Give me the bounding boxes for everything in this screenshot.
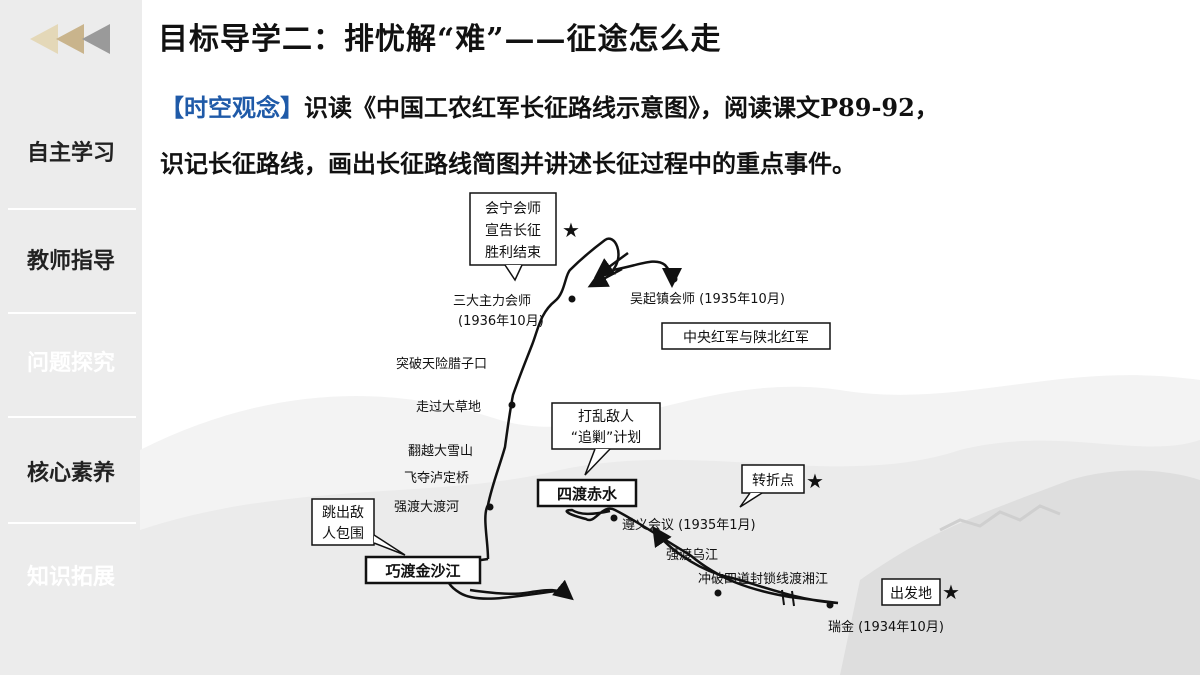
chufa-label: 出发地: [890, 586, 932, 602]
route-arrow: [612, 260, 682, 288]
sidebar-divider: [8, 522, 136, 524]
jinsha-label: 巧渡金沙江: [385, 562, 460, 580]
lazikou-label: 突破天险腊子口: [396, 356, 487, 372]
page-title: 目标导学二：排忧解“难”——征途怎么走: [158, 22, 722, 57]
route-arrow: [652, 525, 741, 582]
tiaochu-line-2: 人包围: [322, 526, 364, 542]
route-arrow: [587, 267, 623, 288]
sidebar-divider: [8, 312, 136, 314]
sidebar: 自主学习 教师指导 问题探究 核心素养 知识拓展: [0, 0, 142, 675]
shaanbei-label: 中央红军与陕北红军: [683, 330, 809, 346]
shaanbei-callout: 中央红军与陕北红军: [661, 322, 831, 350]
route-line: [446, 237, 839, 605]
ruijin-label: 瑞金 (1934年10月): [828, 619, 944, 635]
huining-line-2: 宣告长征: [485, 223, 541, 239]
huining-line-1: 会宁会师: [485, 200, 541, 217]
sidebar-item-teacher-guidance[interactable]: 教师指导: [26, 249, 115, 274]
jinsha-callout: 巧渡金沙江: [364, 555, 482, 585]
star-icon: ★: [806, 469, 824, 493]
intro-tag: 【时空观念】: [160, 93, 304, 122]
chishui-label: 四渡赤水: [557, 485, 618, 503]
route-arrow: [593, 251, 629, 278]
wuqi-label: 吴起镇会师 (1935年10月): [630, 292, 785, 307]
route-points: [486, 275, 834, 609]
star-icon: ★: [562, 218, 580, 242]
route-arrow: [595, 511, 610, 563]
sidebar-item-core-literacy[interactable]: 核心素养: [26, 461, 115, 486]
intro-text: 【时空观念】识读《中国工农红军长征路线示意图》，阅读课文P89-92， 识记长征…: [160, 80, 1190, 192]
intro-line-2: 识记长征路线，画出长征路线简图并讲述长征过程中的重点事件。: [160, 149, 856, 178]
background-mountain-wash: [140, 375, 1200, 675]
sanda-label: 三大主力会师: [453, 294, 531, 309]
xiangjiang-label: 冲破四道封锁线渡湘江: [698, 571, 828, 587]
sidebar-item-knowledge-expansion[interactable]: 知识拓展: [26, 565, 115, 590]
zhuanzhe-label: 转折点: [752, 473, 794, 489]
sanda-date: (1936年10月): [458, 314, 544, 329]
caodi-label: 走过大草地: [416, 400, 481, 415]
daluan-line-2: “追剿”计划: [571, 430, 642, 446]
chufa-callout: 出发地: [881, 578, 941, 606]
sidebar-item-inquiry[interactable]: 问题探究: [26, 351, 115, 376]
sidebar-item-self-study[interactable]: 自主学习: [26, 141, 115, 166]
tiaochu-line-1: 跳出敌: [322, 505, 364, 521]
sidebar-divider: [8, 416, 136, 418]
daduhe-label: 强渡大渡河: [394, 499, 459, 515]
daluan-line-1: 打乱敌人: [578, 408, 634, 425]
huining-callout: 会宁会师 宣告长征 胜利结束: [469, 192, 557, 282]
star-icon: ★: [942, 580, 960, 604]
zunyi-label: 遵义会议 (1935年1月): [622, 517, 756, 533]
back-arrows-icon[interactable]: [30, 22, 120, 56]
chishui-callout: 四渡赤水: [536, 478, 638, 508]
tiaochu-callout: 跳出敌 人包围: [311, 498, 406, 556]
xueshan-label: 翻越大雪山: [408, 444, 473, 459]
luding-label: 飞夺泸定桥: [404, 471, 469, 486]
route-arrow: [469, 579, 574, 601]
wujiang-label: 强渡乌江: [666, 547, 718, 563]
intro-line-1: 识读《中国工农红军长征路线示意图》，阅读课文P89-92，: [304, 93, 939, 122]
zhuanzhe-callout: 转折点: [739, 464, 805, 508]
huining-line-3: 胜利结束: [485, 245, 541, 261]
long-march-route-map: 会宁会师 宣告长征 胜利结束 ★ 三大主力会师 (1936年10月) 吴起镇会师…: [311, 192, 960, 635]
sidebar-divider: [8, 208, 136, 210]
daluan-callout: 打乱敌人 “追剿”计划: [551, 402, 661, 476]
